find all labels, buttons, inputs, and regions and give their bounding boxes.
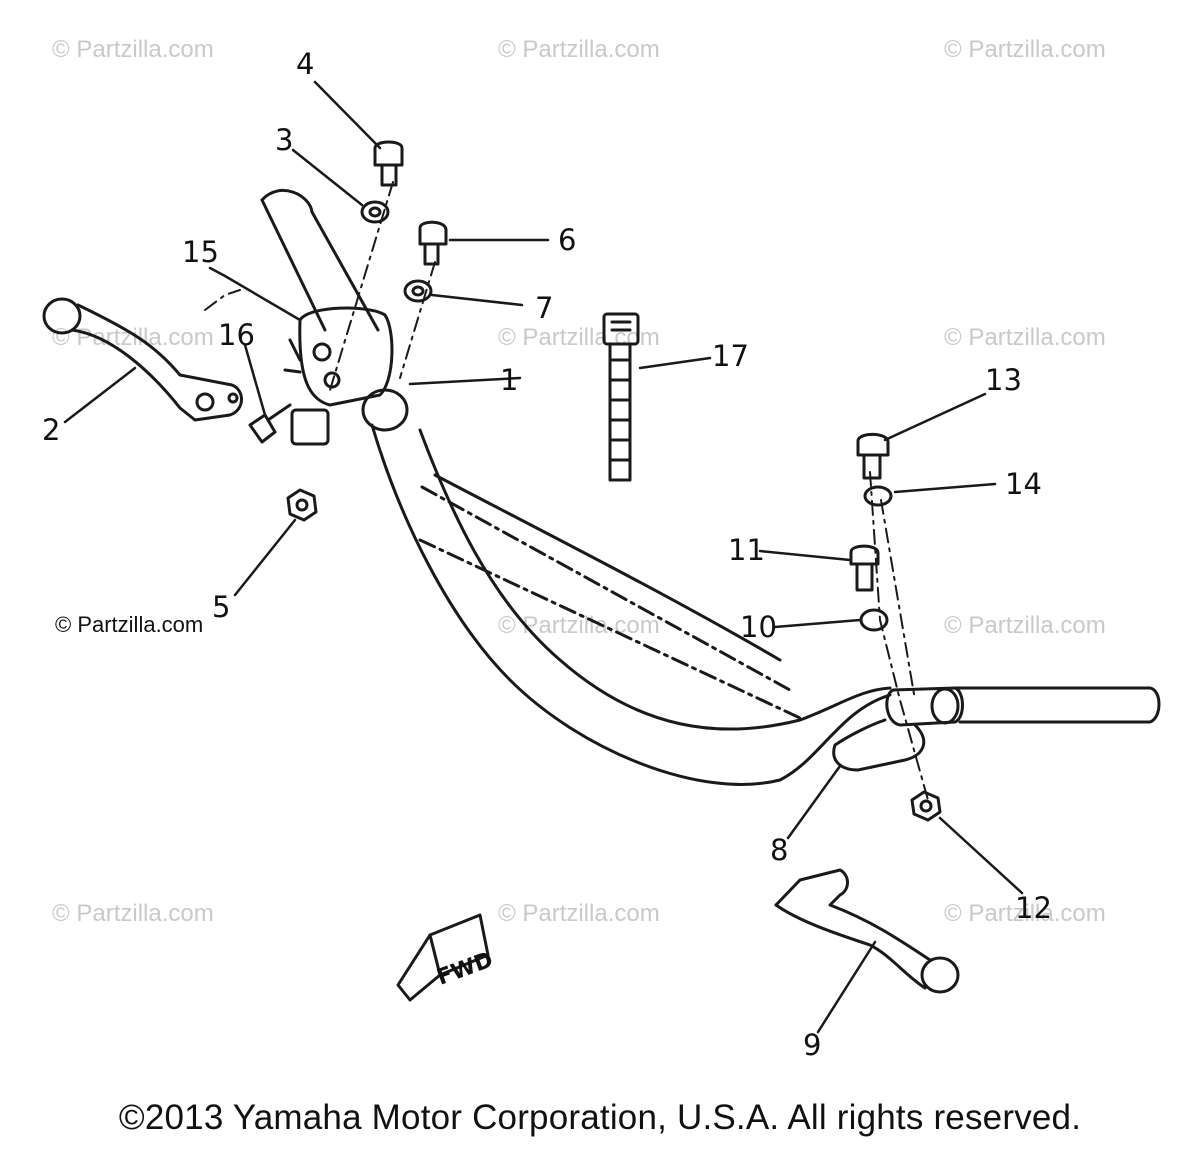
- watermark: © Partzilla.com: [944, 324, 1106, 351]
- watermark-prominent: © Partzilla.com: [55, 612, 204, 637]
- callout-15: 15: [182, 235, 219, 269]
- brake-master-cylinder: [283, 306, 409, 446]
- callout-7: 7: [535, 291, 553, 325]
- callout-10: 10: [740, 610, 777, 644]
- washer-14: [863, 485, 893, 507]
- callouts: 1 2 3 4 5 6 7 8 9 10 11 12 13 14 15 16 1…: [42, 47, 1052, 1062]
- watermark: © Partzilla.com: [944, 612, 1106, 639]
- bolt-13: [856, 432, 890, 480]
- leader-lines: [63, 80, 1024, 1034]
- bolt-6: [418, 220, 448, 266]
- watermark: © Partzilla.com: [498, 324, 660, 351]
- callout-5: 5: [212, 590, 230, 624]
- axis-lines: [204, 181, 929, 801]
- callout-12: 12: [1015, 891, 1052, 925]
- nut-12: [910, 790, 942, 822]
- watermark: © Partzilla.com: [52, 36, 214, 63]
- fwd-label: FWD: [434, 948, 497, 991]
- watermark: © Partzilla.com: [498, 36, 660, 63]
- callout-17: 17: [712, 339, 749, 373]
- callout-6: 6: [558, 223, 576, 257]
- copyright-notice: ©2013 Yamaha Motor Corporation, U.S.A. A…: [118, 1098, 1082, 1137]
- right-lever: [774, 868, 960, 994]
- watermark: © Partzilla.com: [52, 324, 214, 351]
- callout-13: 13: [985, 363, 1022, 397]
- watermark: © Partzilla.com: [944, 900, 1106, 927]
- callout-2: 2: [42, 413, 60, 447]
- washer-10: [859, 608, 889, 632]
- watermark: © Partzilla.com: [52, 900, 214, 927]
- lever-holder-8: [832, 686, 964, 772]
- fwd-arrow-icon: [396, 913, 490, 1002]
- callout-3: 3: [275, 123, 293, 157]
- cable-band-17: [602, 312, 640, 482]
- callout-16: 16: [218, 318, 255, 352]
- callout-1: 1: [500, 363, 518, 397]
- washer-3: [360, 200, 390, 224]
- nut-5: [286, 488, 318, 522]
- watermark: © Partzilla.com: [944, 36, 1106, 63]
- bolt-16: [248, 403, 292, 444]
- left-lever: [42, 297, 243, 422]
- callout-8: 8: [770, 833, 788, 867]
- callout-11: 11: [728, 533, 765, 567]
- callout-4: 4: [296, 47, 314, 81]
- callout-9: 9: [803, 1028, 821, 1062]
- callout-14: 14: [1005, 467, 1042, 501]
- bolt-11: [849, 544, 880, 592]
- watermark: © Partzilla.com: [498, 900, 660, 927]
- washer-7: [403, 279, 433, 303]
